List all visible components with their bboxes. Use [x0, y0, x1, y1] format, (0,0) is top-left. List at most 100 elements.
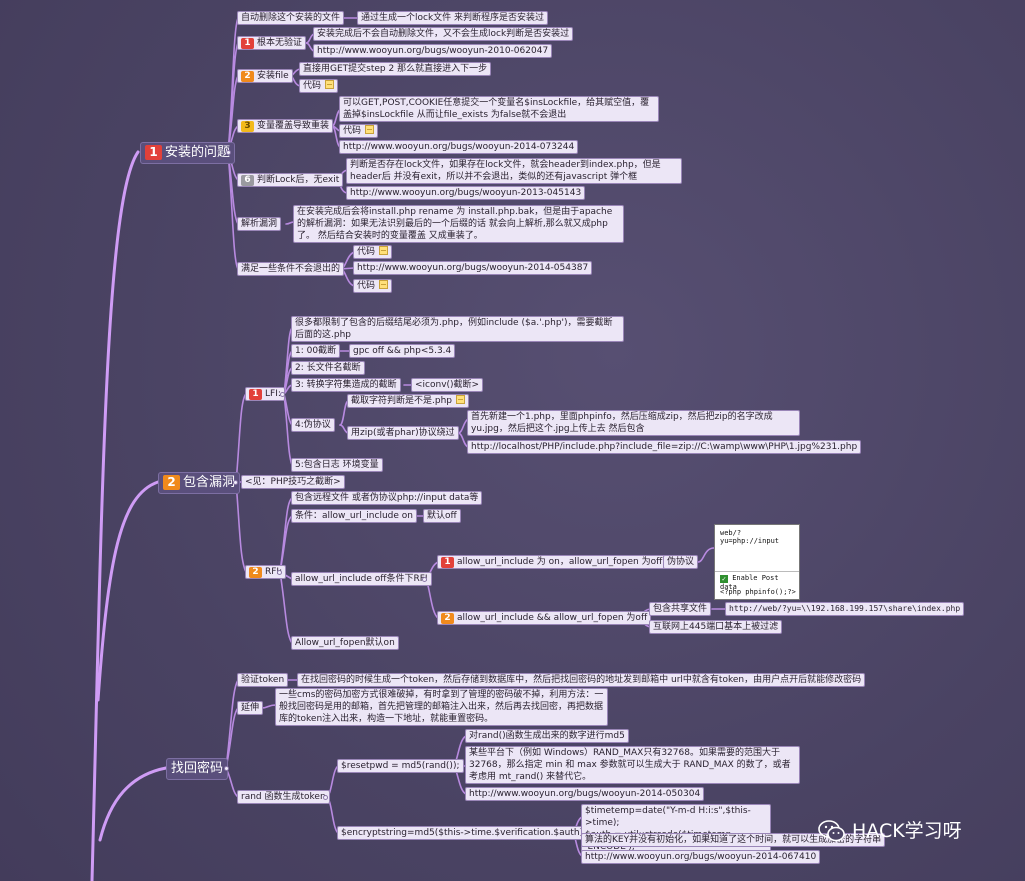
node-no-verify-detail[interactable]: 安装完成后不会自动删除文件，又不会生成lock判断是否安装过: [313, 27, 574, 41]
priority-badge: 6: [241, 175, 254, 186]
node-label: 代码: [343, 126, 362, 136]
topic-label: 安装的问题: [165, 145, 231, 160]
node-label: 代码: [357, 281, 376, 291]
node-see-truncation[interactable]: <见：PHP技巧之截断>: [241, 475, 345, 489]
node-label: RFI:: [265, 567, 283, 577]
collapse-handle[interactable]: [226, 150, 231, 155]
node-label: 变量覆盖导致重装: [257, 121, 330, 131]
node-auto-delete[interactable]: 自动删除这个安装的文件: [237, 11, 345, 25]
node-cond-exit-code2[interactable]: 代码: [353, 279, 393, 293]
node-extend[interactable]: 延伸: [237, 701, 264, 715]
node-lfi-pseudo[interactable]: 4:伪协议: [291, 418, 335, 432]
node-parse-vuln[interactable]: 解析漏洞: [237, 217, 282, 231]
node-label: 根本无验证: [257, 38, 303, 48]
node-token[interactable]: 验证token: [237, 673, 289, 687]
node-cond-exit-code1[interactable]: 代码: [353, 245, 393, 259]
node-rfi-cond[interactable]: 条件：allow_url_include on: [291, 509, 417, 523]
priority-badge: 2: [241, 71, 254, 82]
priority-badge: 1: [145, 145, 162, 160]
node-lfi-charset-detail[interactable]: <iconv()截断>: [411, 378, 484, 392]
priority-badge: 2: [163, 475, 180, 490]
note-icon[interactable]: [456, 395, 465, 404]
node-rfi-fopen-default[interactable]: Allow_url_fopen默认on: [291, 636, 399, 650]
note-icon[interactable]: [379, 246, 389, 255]
checkbox-label: Enable Post data: [720, 574, 779, 591]
topic-recover[interactable]: 找回密码: [166, 758, 229, 780]
node-label: 代码: [357, 247, 376, 257]
link-zip-include[interactable]: http://localhost/PHP/include.php?include…: [467, 440, 862, 454]
screenshot-post-toggle: ✓ Enable Post data: [720, 574, 799, 591]
screenshot-post-body: <?php phpinfo();?>: [720, 588, 796, 596]
node-rfi-445[interactable]: 互联网上445端口基本上被过滤: [649, 620, 783, 634]
node-label: 截取字符判断是不是.php: [351, 396, 452, 406]
node-install-file-code[interactable]: 代码: [299, 79, 339, 93]
screenshot-url: web/?yu=php://input: [720, 529, 780, 545]
note-icon[interactable]: [379, 280, 389, 289]
link-wooyun-050304[interactable]: http://www.wooyun.org/bugs/wooyun-2014-0…: [465, 787, 705, 801]
node-lfi-longname[interactable]: 2: 长文件名截断: [291, 361, 365, 375]
priority-badge: 1: [249, 389, 262, 400]
watermark-text: HACK学习呀: [852, 820, 962, 842]
link-wooyun-073244[interactable]: http://www.wooyun.org/bugs/wooyun-2014-0…: [339, 140, 579, 154]
node-rfi-off[interactable]: allow_url_include off条件下RFI: [291, 572, 432, 586]
node-lfi-logfile[interactable]: 5:包含日志 环境变量: [291, 458, 383, 472]
topic-label: 找回密码: [171, 761, 224, 776]
node-lfi-pseudo-b-detail[interactable]: 首先新建一个1.php，里面phpinfo，然后压缩成zip，然后把zip的名字…: [467, 410, 800, 436]
node-lfi-nullbyte-cond[interactable]: gpc off && php<5.3.4: [349, 344, 456, 358]
collapse-handle[interactable]: [323, 795, 328, 800]
node-lock-no-exit-detail[interactable]: 判断是否存在lock文件，如果存在lock文件，就会header到index.p…: [346, 158, 682, 184]
node-install-file-detail[interactable]: 直接用GET提交step 2 那么就直接进入下一步: [299, 62, 492, 76]
node-rfi-share[interactable]: 包含共享文件: [649, 602, 712, 616]
node-resetpwd[interactable]: $resetpwd = md5(rand());: [337, 759, 464, 773]
node-parse-vuln-detail[interactable]: 在安装完成后会将install.php rename 为 install.php…: [293, 205, 624, 243]
link-wooyun-045143[interactable]: http://www.wooyun.org/bugs/wooyun-2013-0…: [346, 186, 586, 200]
node-lfi-pseudo-b[interactable]: 用zip(或者phar)协议绕过: [347, 426, 459, 440]
node-lfi-charset[interactable]: 3: 转换字符集造成的截断: [291, 378, 401, 392]
note-icon[interactable]: [325, 80, 335, 89]
node-rand[interactable]: rand 函数生成token: [237, 790, 330, 804]
node-rfi-share-url[interactable]: http://web/?yu=\\192.168.199.157\share\i…: [725, 602, 965, 616]
node-lfi-pseudo-a[interactable]: 截取字符判断是不是.php: [347, 394, 469, 408]
node-auto-delete-detail[interactable]: 通过生成一个lock文件 来判断程序是否安装过: [357, 11, 549, 25]
node-lfi-nullbyte[interactable]: 1: 00截断: [291, 344, 341, 358]
priority-badge: 1: [241, 38, 254, 49]
node-resetpwd-b[interactable]: 某些平台下（例如 Windows）RAND_MAX只有32768。如果需要的范围…: [465, 746, 800, 784]
link-wooyun-062047[interactable]: http://www.wooyun.org/bugs/wooyun-2010-0…: [313, 44, 553, 58]
note-icon[interactable]: [365, 125, 375, 134]
priority-badge: 1: [441, 557, 454, 568]
node-rfi-remote[interactable]: 包含远程文件 或者伪协议php://input data等: [291, 491, 483, 505]
node-extend-detail[interactable]: 一些cms的密码加密方式很难破掉，有时拿到了管理的密码破不掉，利用方法：一般找回…: [275, 688, 608, 726]
collapse-handle[interactable]: [422, 577, 427, 582]
node-rfi-cond-default[interactable]: 默认off: [423, 509, 461, 523]
node-label: 安装file: [257, 71, 289, 81]
collapse-handle[interactable]: [224, 766, 229, 771]
link-wooyun-067410[interactable]: http://www.wooyun.org/bugs/wooyun-2014-0…: [581, 850, 821, 864]
node-var-override-detail[interactable]: 可以GET,POST,COOKIE任意提交一个变量名$insLockfile，给…: [339, 96, 659, 122]
node-rfi-case1-pseudo[interactable]: 伪协议: [663, 555, 699, 569]
node-var-override-code[interactable]: 代码: [339, 124, 379, 138]
node-encrypt[interactable]: $encryptstring=md5($this->time.$verifica…: [337, 826, 591, 840]
node-lfi-intro[interactable]: 很多都限制了包含的后缀结尾必须为.php，例如include ($a.'.php…: [291, 316, 624, 342]
screenshot-divider: [715, 571, 799, 572]
collapse-handle[interactable]: [277, 570, 282, 575]
node-cond-exit[interactable]: 满足一些条件不会退出的: [237, 262, 345, 276]
collapse-handle[interactable]: [280, 392, 285, 397]
node-token-detail[interactable]: 在找回密码的时候生成一个token，然后存储到数据库中，然后把找回密码的地址发到…: [297, 673, 866, 687]
node-encrypt-b[interactable]: 算法的KEY并没有初始化，如果知道了这个时间，就可以生成加密的字符串: [581, 833, 886, 847]
wechat-icon: [818, 820, 845, 842]
node-label: 代码: [303, 81, 322, 91]
collapse-handle[interactable]: [233, 480, 238, 485]
node-resetpwd-a[interactable]: 对rand()函数生成出来的数字进行md5: [465, 729, 629, 743]
node-label: LFI:: [265, 389, 281, 399]
link-wooyun-054387[interactable]: http://www.wooyun.org/bugs/wooyun-2014-0…: [353, 261, 593, 275]
